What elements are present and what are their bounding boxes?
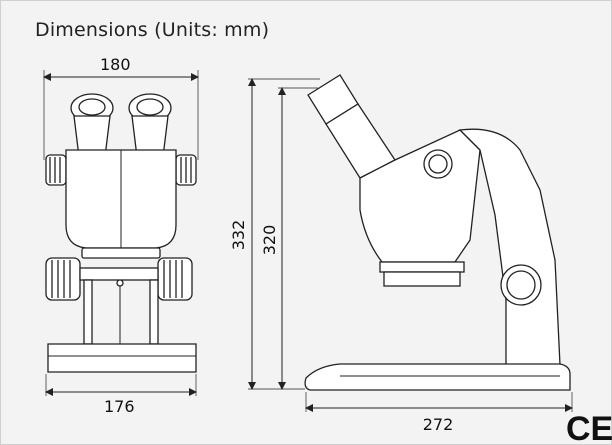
front-pillar-right — [149, 279, 159, 345]
front-width-base-label: 176 — [104, 397, 135, 416]
side-overall-height-label: 332 — [229, 220, 248, 251]
side-arm — [458, 128, 561, 366]
side-view — [248, 74, 573, 412]
side-arm-height-label: 320 — [260, 225, 279, 256]
front-objective-ring — [81, 247, 161, 259]
diagram-title: Dimensions (Units: mm) — [35, 19, 270, 41]
side-eyepiece — [307, 74, 396, 179]
front-eyepieces — [70, 93, 172, 166]
front-pillar-left — [83, 279, 93, 345]
ce-mark: CE — [566, 410, 612, 445]
side-depth-label: 272 — [423, 415, 454, 434]
front-focus-knobs — [45, 257, 193, 301]
side-stage — [383, 271, 461, 287]
side-base — [304, 363, 571, 391]
front-base — [47, 343, 197, 373]
side-objective-ring — [379, 261, 465, 273]
front-view — [43, 70, 199, 396]
front-width-top-label: 180 — [100, 55, 131, 74]
front-side-knobs — [45, 154, 197, 186]
